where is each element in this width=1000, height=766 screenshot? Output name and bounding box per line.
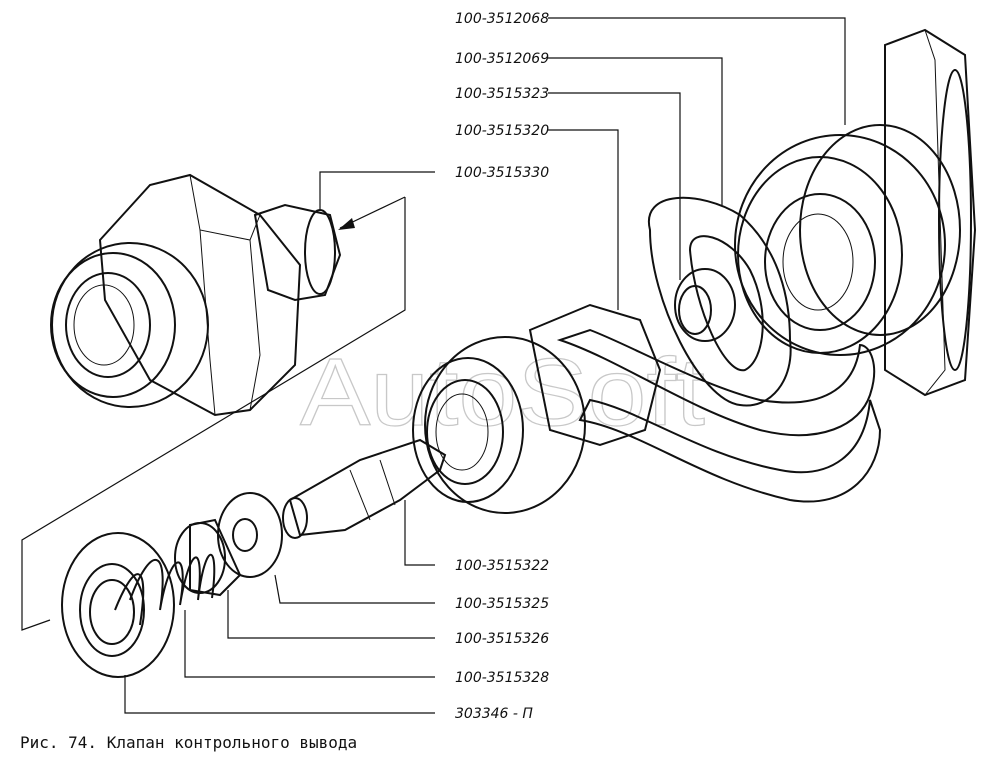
part-label: 100-3515320 bbox=[455, 123, 549, 139]
washer bbox=[217, 492, 283, 578]
strap-key bbox=[556, 328, 882, 503]
spring bbox=[114, 553, 216, 626]
flange-body bbox=[734, 28, 977, 397]
end-disc bbox=[61, 532, 175, 678]
part-label: 100-3512069 bbox=[455, 51, 549, 67]
figure-caption: Рис. 74. Клапан контрольного вывода bbox=[20, 733, 357, 752]
part-label: 100-3515328 bbox=[455, 670, 549, 686]
part-label: 100-3512068 bbox=[455, 11, 549, 27]
part-label: 100-3515326 bbox=[455, 631, 549, 647]
threaded-nut bbox=[412, 303, 662, 514]
assembly-guide-line bbox=[21, 197, 406, 631]
part-label: 100-3515323 bbox=[455, 86, 549, 102]
spring-cup bbox=[174, 518, 242, 597]
hex-adapter-fitting bbox=[50, 173, 406, 417]
valve-stem bbox=[282, 438, 447, 539]
part-label: 303346 - П bbox=[455, 706, 533, 722]
leader-lines bbox=[124, 17, 846, 714]
part-label: 100-3515325 bbox=[455, 596, 549, 612]
gasket-plate bbox=[647, 196, 792, 407]
part-label: 100-3515322 bbox=[455, 558, 549, 574]
part-label: 100-3515330 bbox=[455, 165, 549, 181]
